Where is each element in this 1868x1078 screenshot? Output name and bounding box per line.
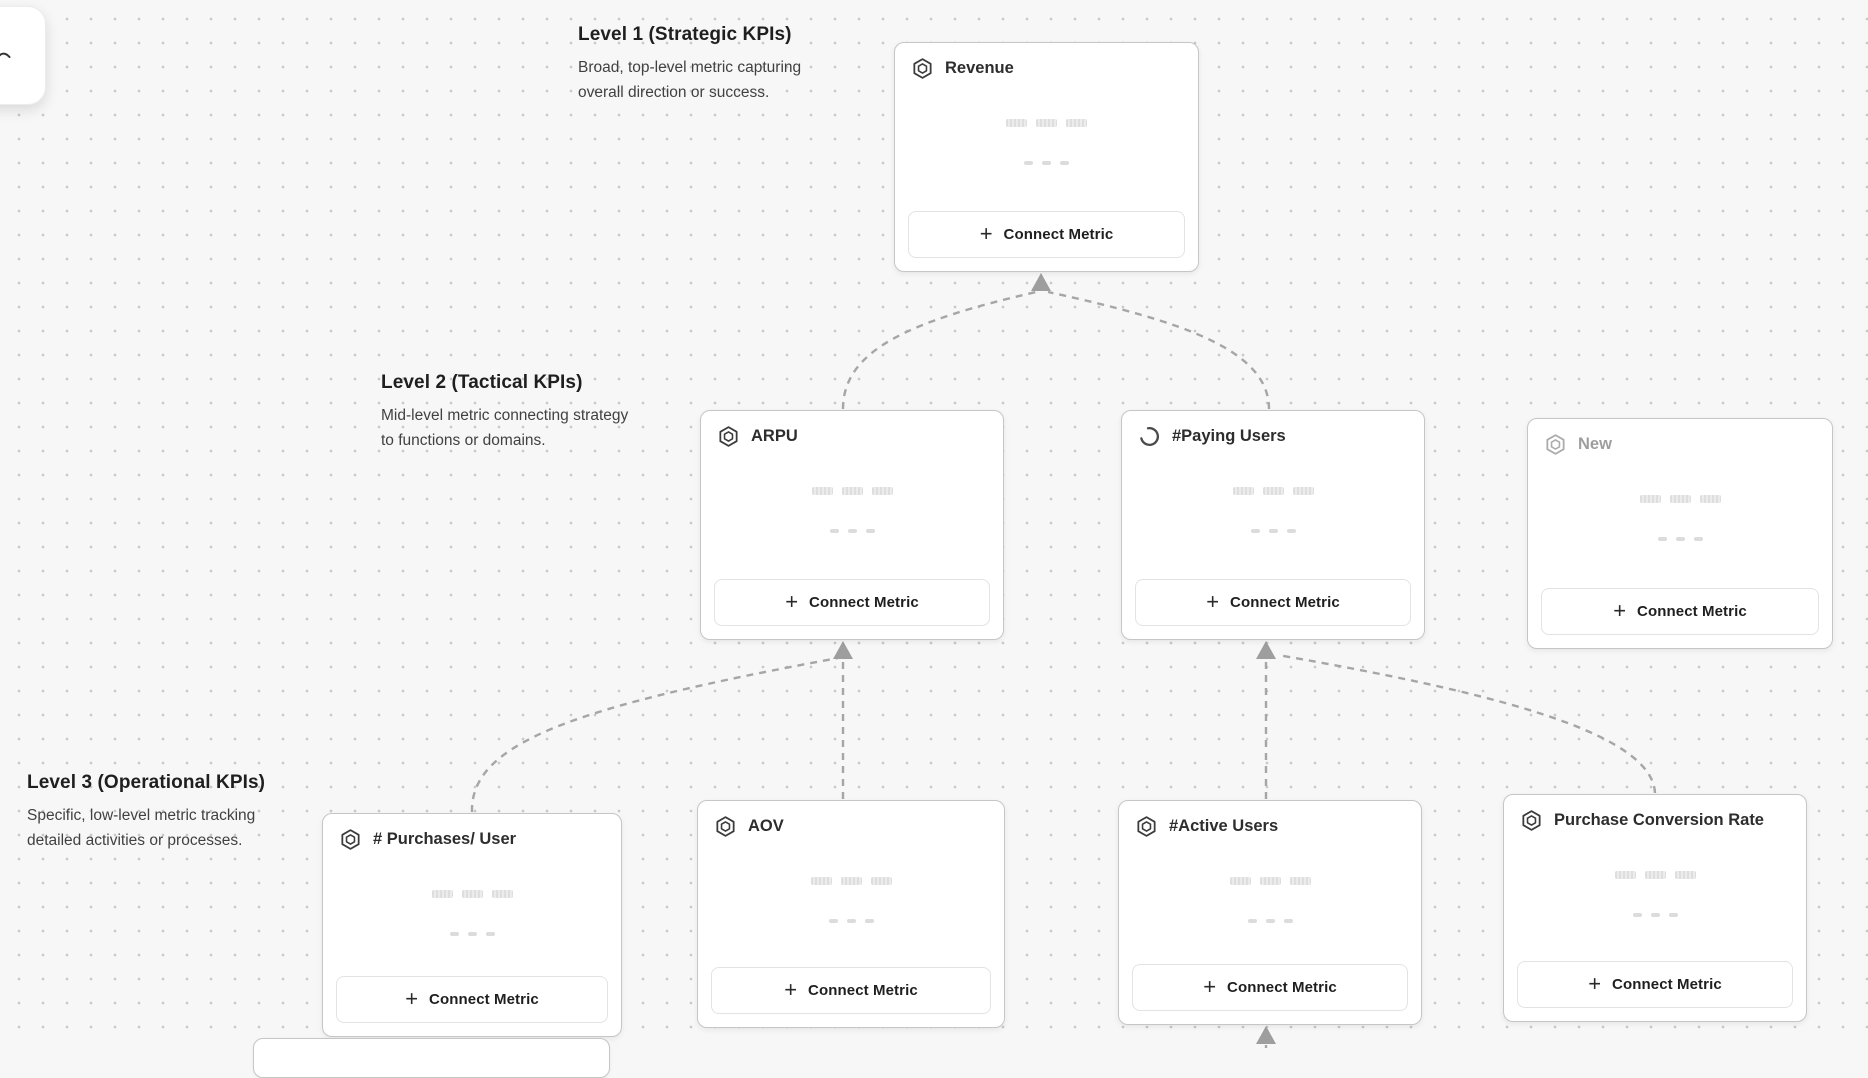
skeleton-placeholder xyxy=(1119,877,1421,885)
skeleton-placeholder xyxy=(1528,537,1832,541)
connect-metric-label: Connect Metric xyxy=(1227,979,1337,996)
connect-metric-label: Connect Metric xyxy=(1637,603,1747,620)
card-header: #Active Users xyxy=(1135,815,1407,838)
level-description: Mid-level metric connecting strategy to … xyxy=(381,407,629,449)
connector-edge xyxy=(841,290,1037,410)
plus-icon: + xyxy=(784,976,798,1002)
metric-card-partial[interactable] xyxy=(253,1038,610,1078)
level-3-label: Level 3 (Operational KPIs) Specific, low… xyxy=(27,772,289,854)
skeleton-placeholder xyxy=(701,487,1003,495)
skeleton-placeholder xyxy=(1119,919,1421,923)
connect-metric-button[interactable]: + Connect Metric xyxy=(714,579,990,626)
card-header: AOV xyxy=(714,815,990,838)
connect-metric-label: Connect Metric xyxy=(808,982,918,999)
metric-card-arpu[interactable]: ARPU + Connect Metric xyxy=(700,410,1004,640)
card-title: #Active Users xyxy=(1169,817,1279,835)
metric-card-aov[interactable]: AOV + Connect Metric xyxy=(697,800,1005,1028)
skeleton-placeholder xyxy=(1504,913,1806,917)
card-title: New xyxy=(1578,435,1612,453)
level-title: Level 2 (Tactical KPIs) xyxy=(381,372,583,393)
metric-hexagon-icon xyxy=(1520,809,1543,832)
metric-hexagon-icon xyxy=(1135,815,1158,838)
level-1-label: Level 1 (Strategic KPIs) Broad, top-leve… xyxy=(578,24,840,106)
level-title: Level 1 (Strategic KPIs) xyxy=(578,24,792,45)
connect-metric-label: Connect Metric xyxy=(1003,226,1114,243)
card-header: #Paying Users xyxy=(1138,425,1410,448)
loading-spinner-icon xyxy=(1138,425,1161,448)
metric-card-revenue[interactable]: Revenue + Connect Metric xyxy=(894,42,1199,272)
toolbar-panel[interactable] xyxy=(0,6,46,105)
plus-icon: + xyxy=(1613,597,1627,623)
connect-metric-button[interactable]: + Connect Metric xyxy=(1135,579,1411,626)
connector-edge xyxy=(1277,653,1657,794)
metric-hexagon-icon xyxy=(717,425,740,448)
card-header: Purchase Conversion Rate xyxy=(1520,809,1792,832)
skeleton-placeholder xyxy=(1528,495,1832,503)
plus-icon: + xyxy=(979,220,993,246)
plus-icon: + xyxy=(1203,973,1217,999)
connector-edge xyxy=(470,656,839,813)
metric-card-purchases-per-user[interactable]: # Purchases/ User + Connect Metric xyxy=(322,813,622,1037)
level-title: Level 3 (Operational KPIs) xyxy=(27,772,266,793)
plus-icon: + xyxy=(1206,588,1220,614)
card-title: AOV xyxy=(748,817,784,835)
metric-hexagon-icon xyxy=(911,57,934,80)
plus-icon: + xyxy=(785,588,799,614)
card-title: #Paying Users xyxy=(1172,427,1286,445)
level-2-label: Level 2 (Tactical KPIs) Mid-level metric… xyxy=(381,372,643,454)
metric-hexagon-icon xyxy=(339,828,362,851)
plus-icon: + xyxy=(1588,970,1602,996)
metric-hexagon-icon xyxy=(1544,433,1567,456)
card-title: Purchase Conversion Rate xyxy=(1554,811,1764,829)
skeleton-placeholder xyxy=(895,119,1198,127)
metric-card-paying-users[interactable]: #Paying Users + Connect Metric xyxy=(1121,410,1425,640)
metric-hexagon-icon xyxy=(714,815,737,838)
skeleton-placeholder xyxy=(323,890,621,898)
connector-arrowhead xyxy=(1256,641,1276,659)
plus-icon: + xyxy=(405,985,419,1011)
connect-metric-button[interactable]: + Connect Metric xyxy=(711,967,991,1014)
card-title: ARPU xyxy=(751,427,798,445)
skeleton-placeholder xyxy=(1122,487,1424,495)
connect-metric-button[interactable]: + Connect Metric xyxy=(1517,961,1793,1008)
skeleton-placeholder xyxy=(1122,529,1424,533)
card-header: ARPU xyxy=(717,425,989,448)
card-title: Revenue xyxy=(945,59,1014,77)
skeleton-placeholder xyxy=(1504,871,1806,879)
skeleton-placeholder xyxy=(323,932,621,936)
tool-icon xyxy=(0,47,13,65)
level-description: Specific, low-level metric tracking deta… xyxy=(27,807,256,849)
connect-metric-button[interactable]: + Connect Metric xyxy=(1541,588,1819,635)
metric-card-new[interactable]: New + Connect Metric xyxy=(1527,418,1833,649)
skeleton-placeholder xyxy=(698,919,1004,923)
metric-card-purchase-conversion-rate[interactable]: Purchase Conversion Rate + Connect Metri… xyxy=(1503,794,1807,1022)
card-title: # Purchases/ User xyxy=(373,830,517,848)
skeleton-placeholder xyxy=(701,529,1003,533)
metric-card-active-users[interactable]: #Active Users + Connect Metric xyxy=(1118,800,1422,1025)
card-header: New xyxy=(1544,433,1818,456)
skeleton-placeholder xyxy=(895,161,1198,165)
level-description: Broad, top-level metric capturing overal… xyxy=(578,59,802,101)
card-header: Revenue xyxy=(911,57,1184,80)
connect-metric-button[interactable]: + Connect Metric xyxy=(1132,964,1408,1011)
connector-arrowhead xyxy=(833,641,853,659)
card-header: # Purchases/ User xyxy=(339,828,607,851)
skeleton-placeholder xyxy=(698,877,1004,885)
connector-arrowhead xyxy=(1256,1026,1276,1044)
connect-metric-label: Connect Metric xyxy=(429,991,539,1008)
connect-metric-button[interactable]: + Connect Metric xyxy=(336,976,608,1023)
connector-edge xyxy=(1047,290,1271,410)
connector-arrowhead xyxy=(1031,273,1051,291)
connect-metric-button[interactable]: + Connect Metric xyxy=(908,211,1185,258)
connect-metric-label: Connect Metric xyxy=(1230,594,1340,611)
connect-metric-label: Connect Metric xyxy=(809,594,919,611)
connect-metric-label: Connect Metric xyxy=(1612,976,1722,993)
